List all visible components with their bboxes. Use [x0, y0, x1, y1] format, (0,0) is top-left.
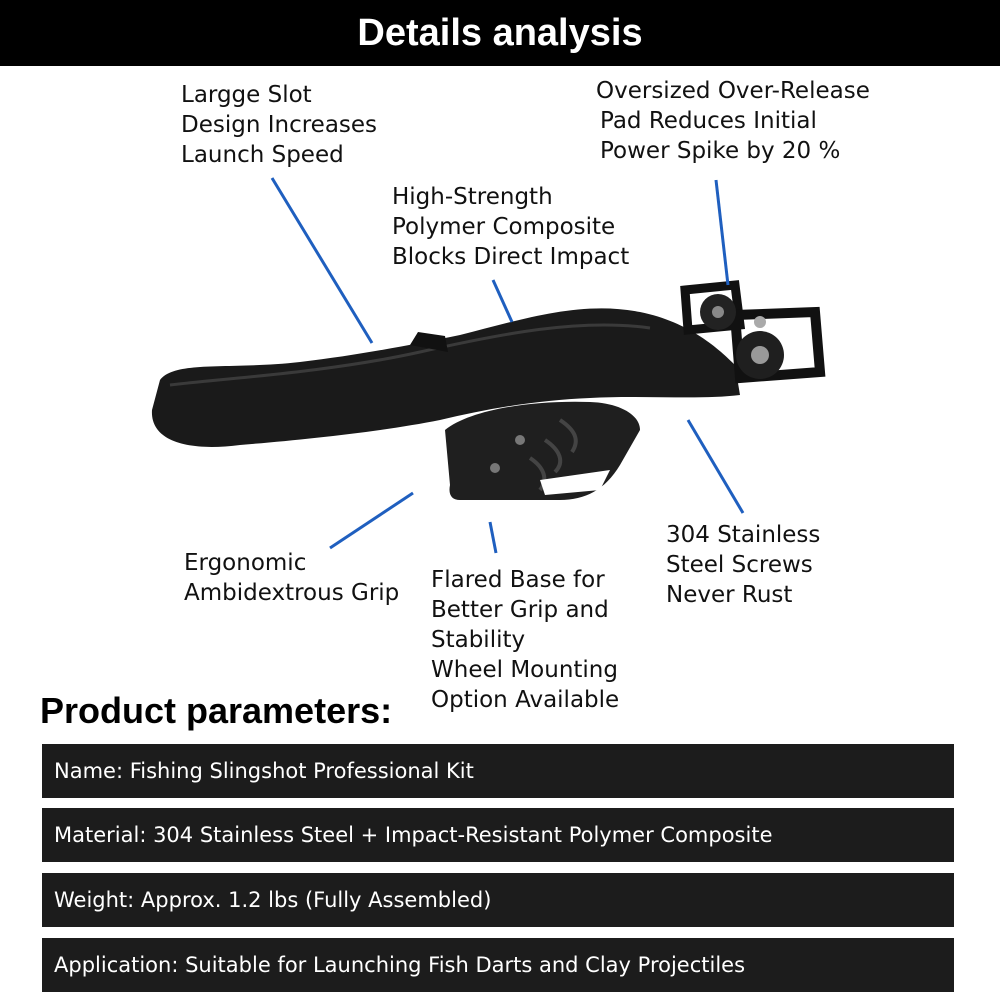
leader-line-screws: [686, 419, 745, 514]
leader-line-pad: [714, 179, 730, 286]
parameter-row-weight: Weight: Approx. 1.2 lbs (Fully Assembled…: [42, 873, 954, 927]
slingshot-tab: [410, 332, 448, 352]
callout-slot: Largge Slot Design Increases Launch Spee…: [181, 82, 378, 168]
parameters-title: Product parameters:: [40, 690, 393, 731]
leader-line-grip: [329, 491, 414, 550]
slingshot-arm: [151, 308, 740, 447]
header-title: Details analysis: [357, 11, 643, 54]
leader-lines: [270, 177, 745, 554]
parameter-row-name: Name: Fishing Slingshot Professional Kit: [42, 744, 954, 798]
callout-base: Flared Base for Better Grip and Stabilit…: [431, 567, 620, 713]
callout-screws: 304 Stainless Steel Screws Never Rust: [666, 522, 821, 608]
callout-grip: Ergonomic Ambidextrous Grip: [184, 550, 400, 606]
header-bar: Details analysis: [0, 0, 1000, 66]
leader-line-base: [488, 521, 498, 554]
callout-pad: Oversized Over-Release Pad Reduces Initi…: [596, 78, 870, 164]
parameter-row-application: Application: Suitable for Launching Fish…: [42, 938, 954, 992]
slingshot-product-image: [151, 280, 826, 500]
callout-polymer: High-Strength Polymer Composite Blocks D…: [392, 184, 630, 270]
leader-line-slot: [270, 177, 374, 344]
leader-line-polymer: [491, 279, 514, 323]
parameter-row-material: Material: 304 Stainless Steel + Impact-R…: [42, 808, 954, 862]
